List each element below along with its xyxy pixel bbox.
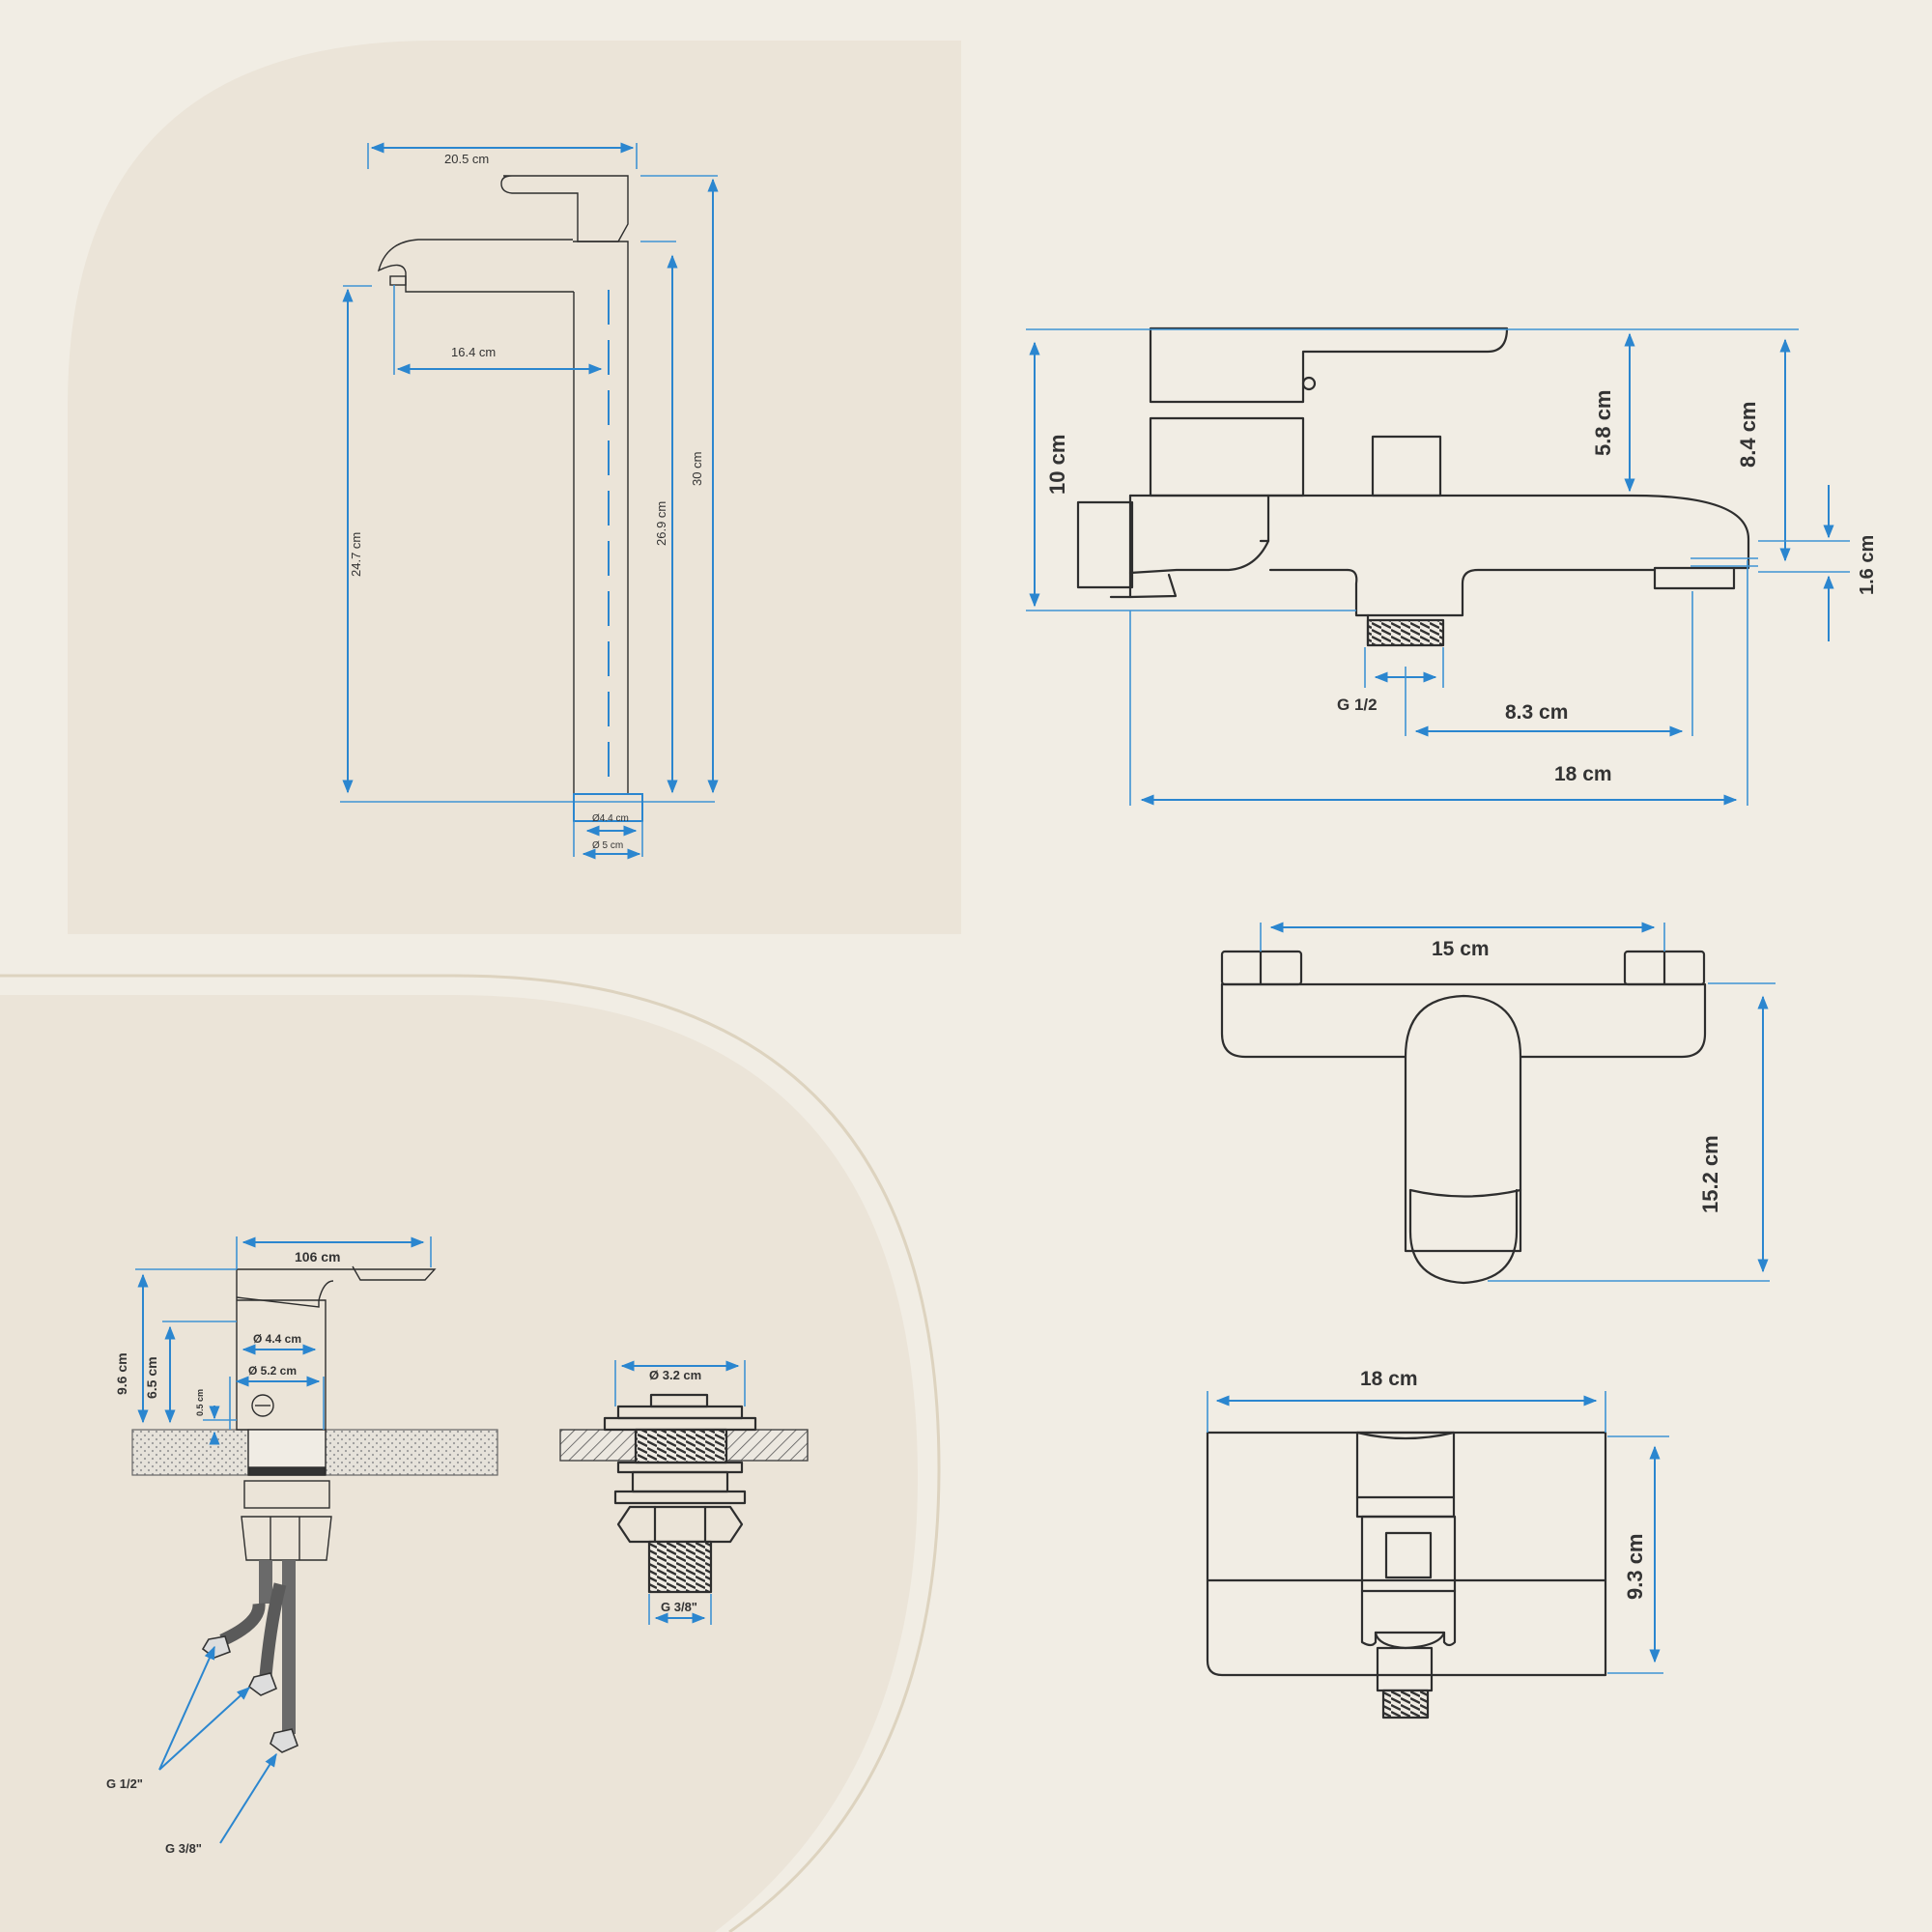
countertop-right [325, 1429, 498, 1476]
g12-inlet-thread [1366, 618, 1445, 647]
install-height-body-label: 6.5 cm [144, 1356, 159, 1399]
bath-mixer-front-outline [1220, 950, 1707, 1285]
tall-mixer-dimension-lines [340, 142, 719, 860]
fixing-stud-thread-label: G 3/8" [661, 1600, 697, 1614]
bath-top-depth-label: 9.3 cm [1623, 1534, 1647, 1601]
tall-mixer-spout-reach-label: 16.4 cm [451, 345, 496, 359]
bath-mixer-top-outline [1206, 1431, 1607, 1719]
bath-front-inlet-spacing-label: 15 cm [1432, 938, 1490, 960]
install-base-diameter-label: Ø 5.2 cm [248, 1364, 297, 1378]
install-lever-length-label: 106 cm [295, 1249, 340, 1264]
bath-side-overall-length-label: 18 cm [1554, 763, 1612, 785]
install-hose-thread-hot-cold-label: G 1/2" [106, 1776, 143, 1791]
tall-mixer-width-top-label: 20.5 cm [444, 152, 489, 166]
fixing-counter-right [725, 1429, 809, 1462]
bath-side-height-lever-label: 5.8 cm [1591, 390, 1615, 457]
install-plate-thickness-label: 0.5 cm [195, 1389, 205, 1416]
fixing-kit-drawing: Ø 3.2 cm G 3/8" [559, 1360, 809, 1625]
bath-mixer-top-view: 18 cm 9.3 cm [1206, 1368, 1669, 1719]
installation-section-drawing: 106 cm 9.6 cm 6.5 cm 0.5 cm Ø 4.4 cm Ø 5… [106, 1236, 498, 1856]
bath-side-spout-outlet-label: 1.6 cm [1857, 535, 1878, 595]
bath-side-inlet-to-spout-label: 8.3 cm [1505, 701, 1568, 724]
bath-mixer-side-outline [1076, 327, 1750, 647]
install-hose-thread-supply-label: G 3/8" [165, 1841, 202, 1856]
tall-mixer-height-body-label: 26.9 cm [654, 501, 668, 546]
install-height-total-label: 9.6 cm [114, 1352, 129, 1395]
bath-mixer-side-view: 10 cm 5.8 cm 8.4 cm 1.6 cm G 1/2 8.3 cm … [1026, 327, 1878, 806]
bath-side-inlet-thread-label: G 1/2 [1337, 696, 1378, 714]
bath-mixer-front-dimensions [1260, 922, 1776, 1282]
fixing-kit-dimensions [614, 1360, 746, 1625]
tall-basin-mixer-drawing: 20.5 cm 16.4 cm 30 cm 26.9 cm 24.7 cm Ø4… [340, 142, 719, 860]
bath-front-depth-label: 15.2 cm [1698, 1135, 1722, 1213]
tall-mixer-base-outer-label: Ø 5 cm [592, 840, 623, 851]
top-view-inlet-thread [1381, 1689, 1430, 1719]
bath-mixer-side-dimensions [1026, 328, 1850, 806]
fixing-counter-left [559, 1429, 637, 1462]
bottom-left-divider-arc [0, 974, 941, 1932]
tall-mixer-height-spout-label: 24.7 cm [349, 532, 363, 577]
bath-top-width-label: 18 cm [1360, 1368, 1418, 1390]
top-left-panel [68, 41, 961, 934]
tall-mixer-base-inner-label: Ø4.4 cm [592, 813, 629, 824]
tall-mixer-height-total-label: 30 cm [690, 452, 704, 486]
countertop-left [131, 1429, 249, 1476]
fixing-washer-diameter-label: Ø 3.2 cm [649, 1368, 701, 1382]
install-body-diameter-label: Ø 4.4 cm [253, 1332, 301, 1346]
fixing-kit-outline [603, 1393, 757, 1594]
bath-mixer-front-view: 15 cm 15.2 cm [1220, 922, 1776, 1285]
bath-side-height-total-label: 10 cm [1045, 435, 1069, 495]
installation-section-dimensions [135, 1236, 432, 1844]
bath-side-height-to-spout-label: 8.4 cm [1736, 402, 1760, 469]
bath-mixer-top-dimensions [1207, 1391, 1669, 1674]
